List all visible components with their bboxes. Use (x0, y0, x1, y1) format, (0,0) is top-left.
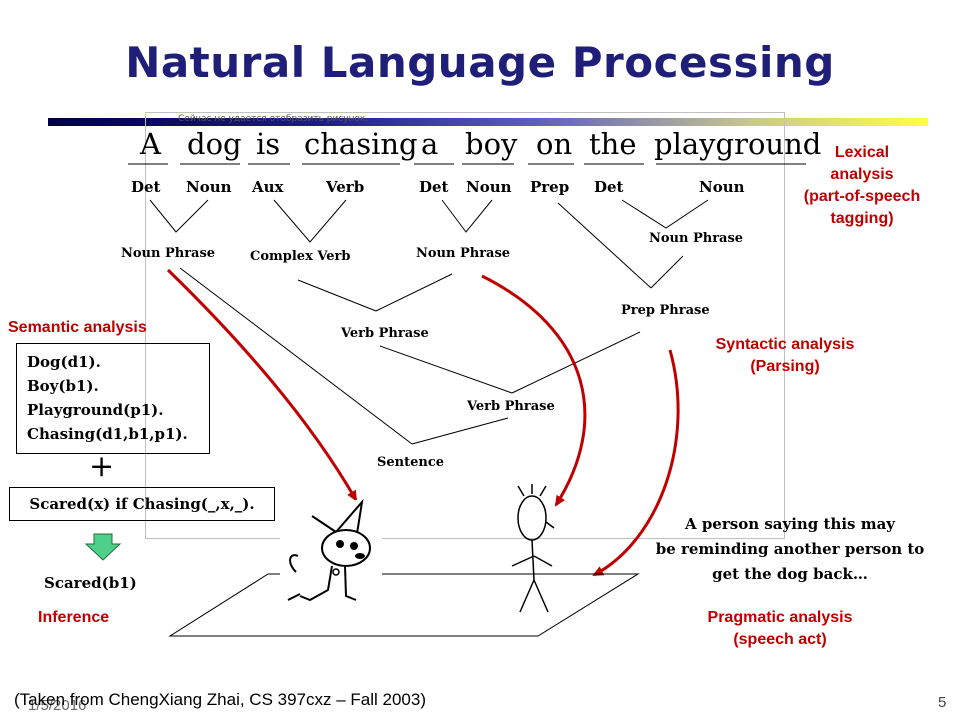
title-gradient-bar (48, 118, 928, 126)
dog-icon (280, 498, 382, 608)
node-noun-phrase: Noun Phrase (649, 231, 744, 246)
fact-line: Dog(d1). (27, 353, 101, 371)
node-complex-verb: Complex Verb (250, 249, 351, 264)
image-placeholder-frame (145, 112, 785, 539)
node-verb-phrase: Verb Phrase (467, 399, 555, 414)
fact-line: Playground(p1). (27, 401, 164, 419)
node-sentence: Sentence (377, 455, 445, 470)
tag-det: Det (131, 178, 161, 196)
lexical-analysis-label: Lexical analysis (part-of-speech tagging… (803, 144, 921, 227)
tag-noun: Noun (699, 178, 745, 196)
tag-noun: Noun (186, 178, 232, 196)
parse-tree-lines (149, 199, 709, 445)
inference-rule-box: Scared(x) if Chasing(_,x,_). (9, 487, 275, 521)
word-boy: boy (465, 127, 518, 161)
syntactic-analysis-label: Syntactic analysis (Parsing) (715, 336, 855, 375)
semantic-facts-box: Dog(d1). Boy(b1). Playground(p1). Chasin… (16, 343, 210, 454)
tag-det: Det (419, 178, 449, 196)
tag-verb: Verb (326, 178, 365, 196)
word-playground: playground (654, 127, 822, 161)
inference-label: Inference (38, 609, 110, 626)
tag-prep: Prep (530, 178, 570, 196)
fact-line: Chasing(d1,b1,p1). (27, 425, 188, 443)
playground-floor (168, 573, 640, 637)
word-is: is (256, 127, 281, 161)
node-noun-phrase: Noun Phrase (416, 246, 511, 261)
tag-det: Det (594, 178, 624, 196)
semantic-analysis-label: Semantic analysis (8, 319, 147, 336)
pragmatic-analysis-label: Pragmatic analysis (speech act) (707, 609, 853, 648)
page-number: 5 (938, 694, 947, 711)
image-placeholder-note: Сейчас не удается отобразить рисунок. (178, 114, 369, 124)
word-the: the (589, 127, 637, 161)
inference-conclusion: Scared(b1) (44, 574, 137, 592)
analysis-arrows (166, 268, 680, 577)
source-credit: (Taken from ChengXiang Zhai, CS 397cxz –… (14, 690, 426, 709)
node-noun-phrase: Noun Phrase (121, 246, 216, 261)
plus-sign: + (89, 449, 115, 484)
tag-noun: Noun (466, 178, 512, 196)
word-chasing: chasing (304, 127, 418, 161)
node-prep-phrase: Prep Phrase (621, 303, 710, 318)
word-a: A (140, 127, 161, 161)
slide-title: Natural Language Processing (125, 38, 835, 87)
word-a2: a (421, 127, 439, 161)
tag-aux: Aux (252, 178, 284, 196)
inference-arrow-icon (84, 533, 122, 561)
node-verb-phrase: Verb Phrase (341, 326, 429, 341)
word-on: on (536, 127, 573, 161)
slide-date: 1/5/2016 (28, 697, 87, 714)
fact-line: Boy(b1). (27, 377, 99, 395)
word-dog: dog (187, 127, 242, 161)
boy-stick-figure-icon (511, 484, 555, 613)
pragmatic-description: A person saying this may be reminding an… (655, 515, 925, 583)
